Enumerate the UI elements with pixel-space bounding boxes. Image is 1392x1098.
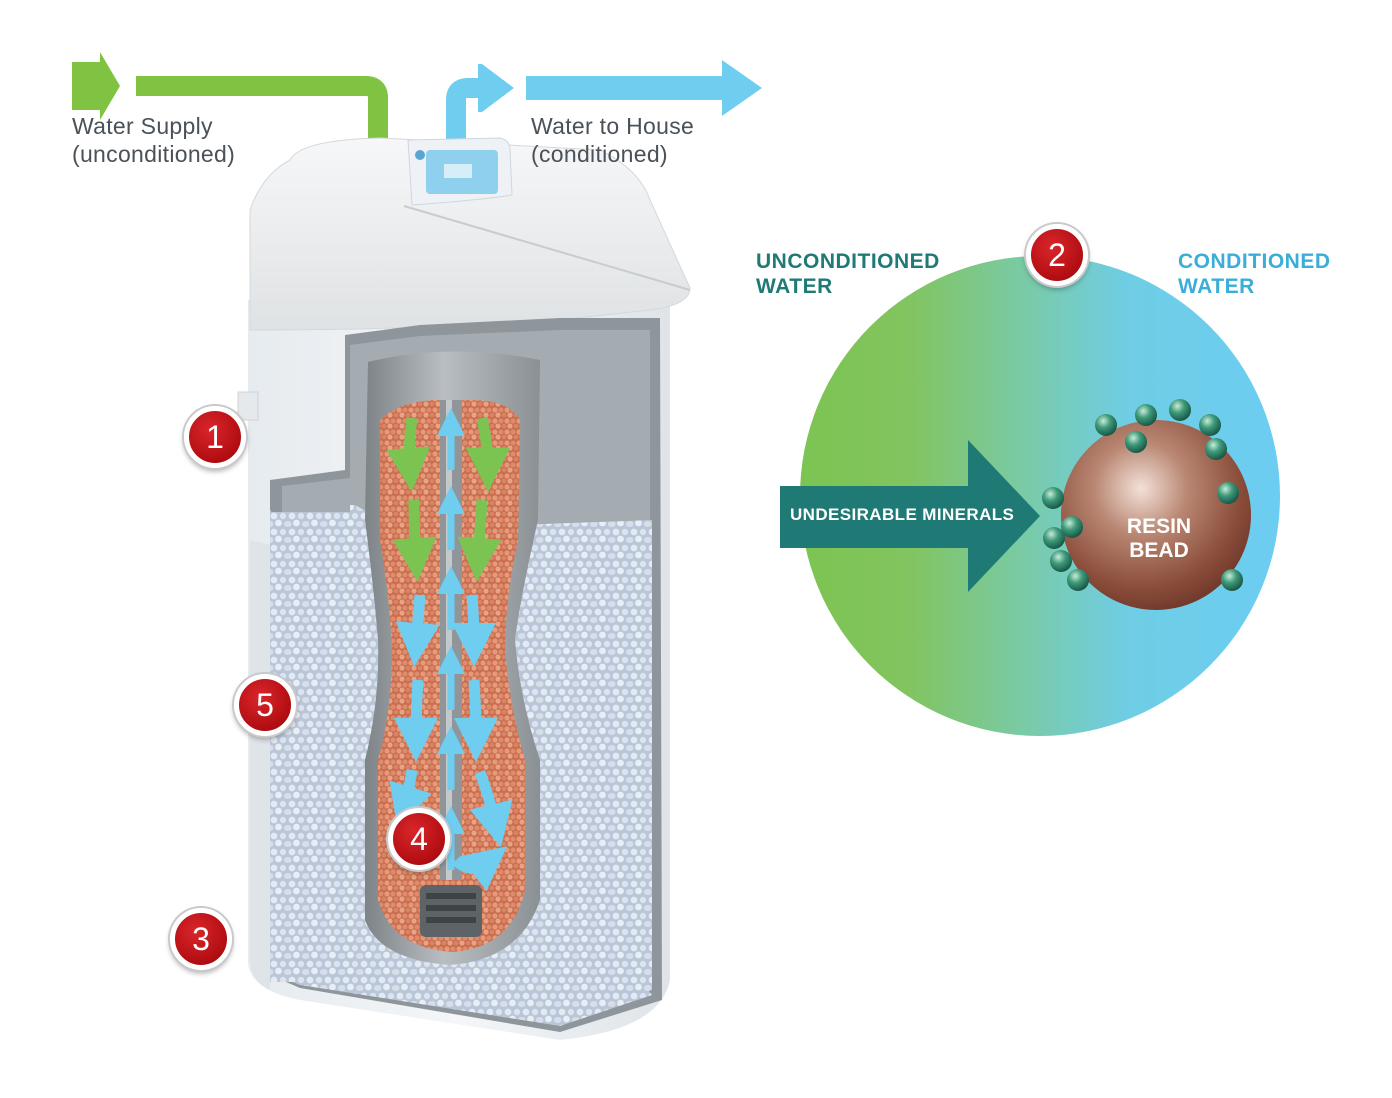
resin-bead-label-line2: BEAD <box>1129 539 1189 562</box>
water-to-house-label-line1: Water to House <box>531 113 695 139</box>
callout-1: 1 <box>184 406 246 468</box>
resin-bead <box>1061 420 1251 610</box>
callout-4: 4 <box>388 808 450 870</box>
mineral-particles <box>1042 399 1243 591</box>
callout-3: 3 <box>170 908 232 970</box>
conditioned-line2: WATER <box>1178 275 1255 298</box>
supply-pipe <box>72 52 388 140</box>
water-supply-label-line1: Water Supply <box>72 113 213 139</box>
unconditioned-line2: WATER <box>756 275 833 298</box>
house-pipe <box>446 60 762 140</box>
softener-unit <box>237 137 691 1040</box>
undesirable-minerals-label: UNDESIRABLE MINERALS <box>790 505 1015 524</box>
conditioned-line1: CONDITIONED <box>1178 250 1331 273</box>
water-to-house-label: Water to House (conditioned) <box>531 112 694 168</box>
resin-bead-label: RESIN BEAD <box>1104 515 1214 563</box>
unconditioned-water-label: UNCONDITIONED WATER <box>756 249 940 299</box>
exchange-circle <box>800 256 1280 736</box>
conditioned-water-label: CONDITIONED WATER <box>1178 249 1331 299</box>
minerals-arrow <box>780 440 1040 592</box>
water-supply-label: Water Supply (unconditioned) <box>72 112 235 168</box>
water-supply-label-line2: (unconditioned) <box>72 141 236 167</box>
ion-exchange-illustration <box>780 256 1280 736</box>
callout-2: 2 <box>1026 224 1088 286</box>
water-to-house-label-line2: (conditioned) <box>531 141 668 167</box>
resin-bead-label-line1: RESIN <box>1126 515 1192 538</box>
unconditioned-line1: UNCONDITIONED <box>756 250 940 273</box>
callout-5: 5 <box>234 674 296 736</box>
